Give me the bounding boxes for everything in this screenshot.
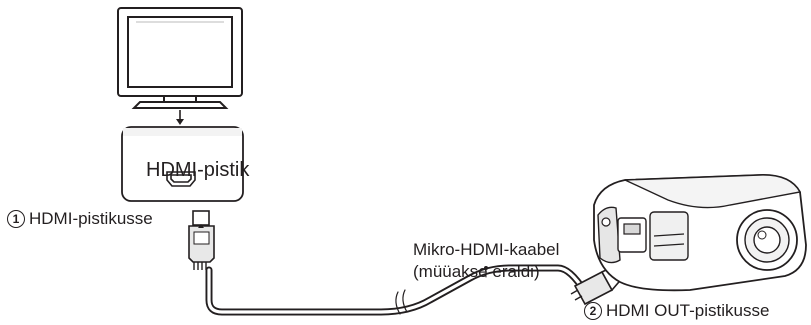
camera-port-label: HDMI OUT-pistikusse — [606, 301, 770, 320]
hdmi-plug-icon — [188, 210, 215, 270]
hdmi-port-icon — [166, 171, 196, 187]
tv-icon — [117, 7, 243, 109]
cable-name-label: Mikro-HDMI-kaabel — [413, 240, 560, 259]
hdmi-cable — [205, 264, 589, 316]
down-arrow-icon — [176, 110, 184, 125]
cable-note-label: (müüakse eraldi) — [413, 262, 540, 281]
step-number-2: 2 — [584, 302, 602, 320]
step-number-1: 1 — [7, 210, 25, 228]
tv-port-label: HDMI-pistikusse — [29, 209, 153, 228]
action-camera-icon — [593, 174, 807, 292]
hdmi-jack-box — [121, 126, 244, 202]
hdmi-jack-label: HDMI-pistik — [146, 159, 250, 181]
